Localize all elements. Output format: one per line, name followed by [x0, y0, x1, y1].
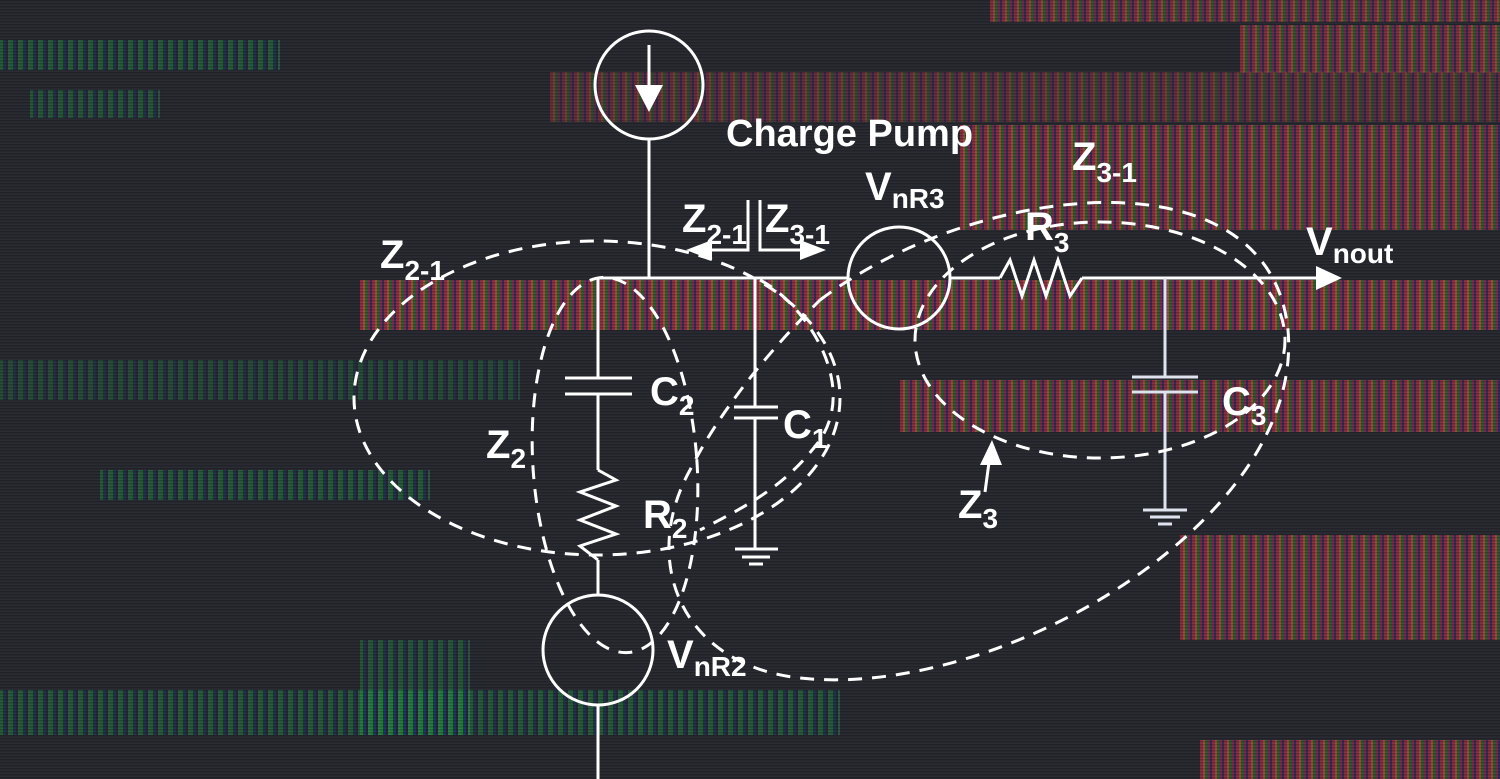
glitch-band — [1240, 25, 1500, 73]
label-z3-1-region: Z3-1 — [1072, 135, 1137, 188]
resistor-r3-icon — [998, 255, 1084, 301]
right-arrow-icon — [800, 240, 826, 260]
label-c3: C3 — [1222, 380, 1266, 431]
glitch-band — [100, 470, 430, 500]
r3-branch — [846, 225, 1342, 331]
label-r2: R2 — [643, 493, 687, 544]
glitch-band — [550, 72, 1500, 122]
up-arrow-icon — [980, 440, 1002, 465]
region-z2-1 — [352, 239, 842, 557]
title-charge-pump: Charge Pump — [726, 113, 973, 155]
glitch-band — [0, 40, 280, 70]
label-vnr3: VnR3 — [865, 165, 945, 214]
output-arrow-icon — [1316, 266, 1342, 290]
glitch-band — [0, 690, 840, 735]
region-z2 — [530, 275, 700, 655]
noise-source-vnr2-icon — [541, 593, 655, 707]
label-r3: R3 — [1025, 205, 1069, 258]
label-c2: C2 — [650, 370, 694, 421]
glitch-band — [360, 640, 470, 735]
region-z3-1 — [667, 201, 1291, 682]
ground-icon — [735, 547, 778, 566]
label-vnr2: VnR2 — [667, 633, 747, 682]
label-z2: Z2 — [486, 423, 526, 474]
glitch-band — [960, 125, 1500, 230]
c1-branch — [734, 278, 778, 566]
z3-pointer — [980, 440, 1002, 493]
glitch-band — [1180, 535, 1500, 640]
current-source — [593, 29, 705, 278]
region-z3 — [913, 220, 1287, 460]
c3-branch — [1132, 278, 1198, 526]
label-z3: Z3 — [958, 483, 998, 534]
glitch-band — [900, 380, 1500, 432]
glitch-band — [360, 280, 1500, 330]
resistor-r2-icon — [575, 468, 621, 562]
down-arrow-icon — [635, 85, 663, 112]
glitch-band — [1200, 740, 1500, 779]
ground-icon — [1143, 508, 1187, 526]
label-z3-1-arrow: Z3-1 — [765, 197, 830, 250]
label-c1: C1 — [783, 403, 827, 454]
label-z2-1-arrow: Z2-1 — [682, 197, 747, 250]
impedance-regions — [352, 201, 1291, 682]
label-vnout: Vnout — [1306, 220, 1393, 269]
glitch-band — [990, 0, 1500, 22]
impedance-direction-arrows — [686, 200, 826, 260]
left-arrow-icon — [686, 240, 712, 260]
label-z2-1-region: Z2-1 — [380, 233, 445, 286]
region-c1-arc — [699, 278, 835, 532]
noise-source-vnr3-icon — [846, 225, 952, 331]
glitch-band — [30, 90, 160, 118]
c2-r2-branch — [541, 278, 655, 779]
glitch-band — [0, 360, 520, 400]
